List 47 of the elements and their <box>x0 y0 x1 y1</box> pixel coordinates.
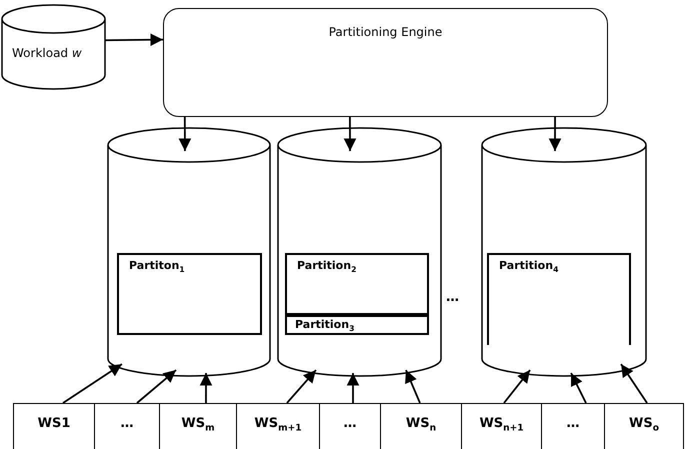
node-label: WS$_{n}$ <box>404 416 438 434</box>
node-label: Partition$_{3}$ <box>295 318 354 334</box>
database-cylinder <box>2 5 105 89</box>
node-label: WS$_{m+1}$ <box>253 416 303 434</box>
process-box <box>163 8 608 117</box>
arrow <box>178 117 192 152</box>
partition-box <box>285 315 429 335</box>
arrow <box>570 372 587 404</box>
ellipsis-label: … <box>446 290 459 305</box>
arrow <box>548 117 562 152</box>
database-cylinder <box>482 128 646 376</box>
arrow <box>344 117 356 152</box>
workstation-box <box>13 403 95 449</box>
workstation-box <box>320 403 381 449</box>
node-label: Partitioning Engine <box>328 25 444 39</box>
node-label: … <box>342 416 358 431</box>
arrow <box>405 370 421 404</box>
node-label: … <box>120 416 134 431</box>
node-label: WS1 <box>36 416 72 431</box>
node-label: Partiton$_{1}$ <box>129 259 185 274</box>
node-label: WS$_{o}$ <box>628 416 660 434</box>
database-cylinder <box>108 128 270 376</box>
node-label: … <box>566 416 580 431</box>
database-cylinder <box>278 128 441 376</box>
node-label: Partition$_{4}$ <box>499 259 558 274</box>
workstation-box <box>605 403 684 449</box>
workstation-box <box>95 403 160 449</box>
partition-box <box>285 253 429 315</box>
arrow <box>105 33 163 46</box>
node-label: Partition$_{2}$ <box>297 259 356 274</box>
arrow <box>620 364 648 404</box>
node-label: WS$_{m}$ <box>180 416 216 434</box>
workstation-box <box>160 403 237 449</box>
arrow <box>136 369 177 404</box>
arrow <box>286 369 317 404</box>
arrow <box>346 373 360 403</box>
node-label: Workload w <box>12 46 82 60</box>
arrow <box>503 370 531 404</box>
workstation-box <box>237 403 320 449</box>
node-label: WS$_{n+1}$ <box>478 416 525 434</box>
workstation-box <box>542 403 605 449</box>
arrow <box>62 363 122 404</box>
partition-box <box>117 253 262 335</box>
arrow <box>200 373 212 403</box>
workstation-box <box>381 403 462 449</box>
partition-box <box>487 253 631 345</box>
workstation-box <box>462 403 542 449</box>
